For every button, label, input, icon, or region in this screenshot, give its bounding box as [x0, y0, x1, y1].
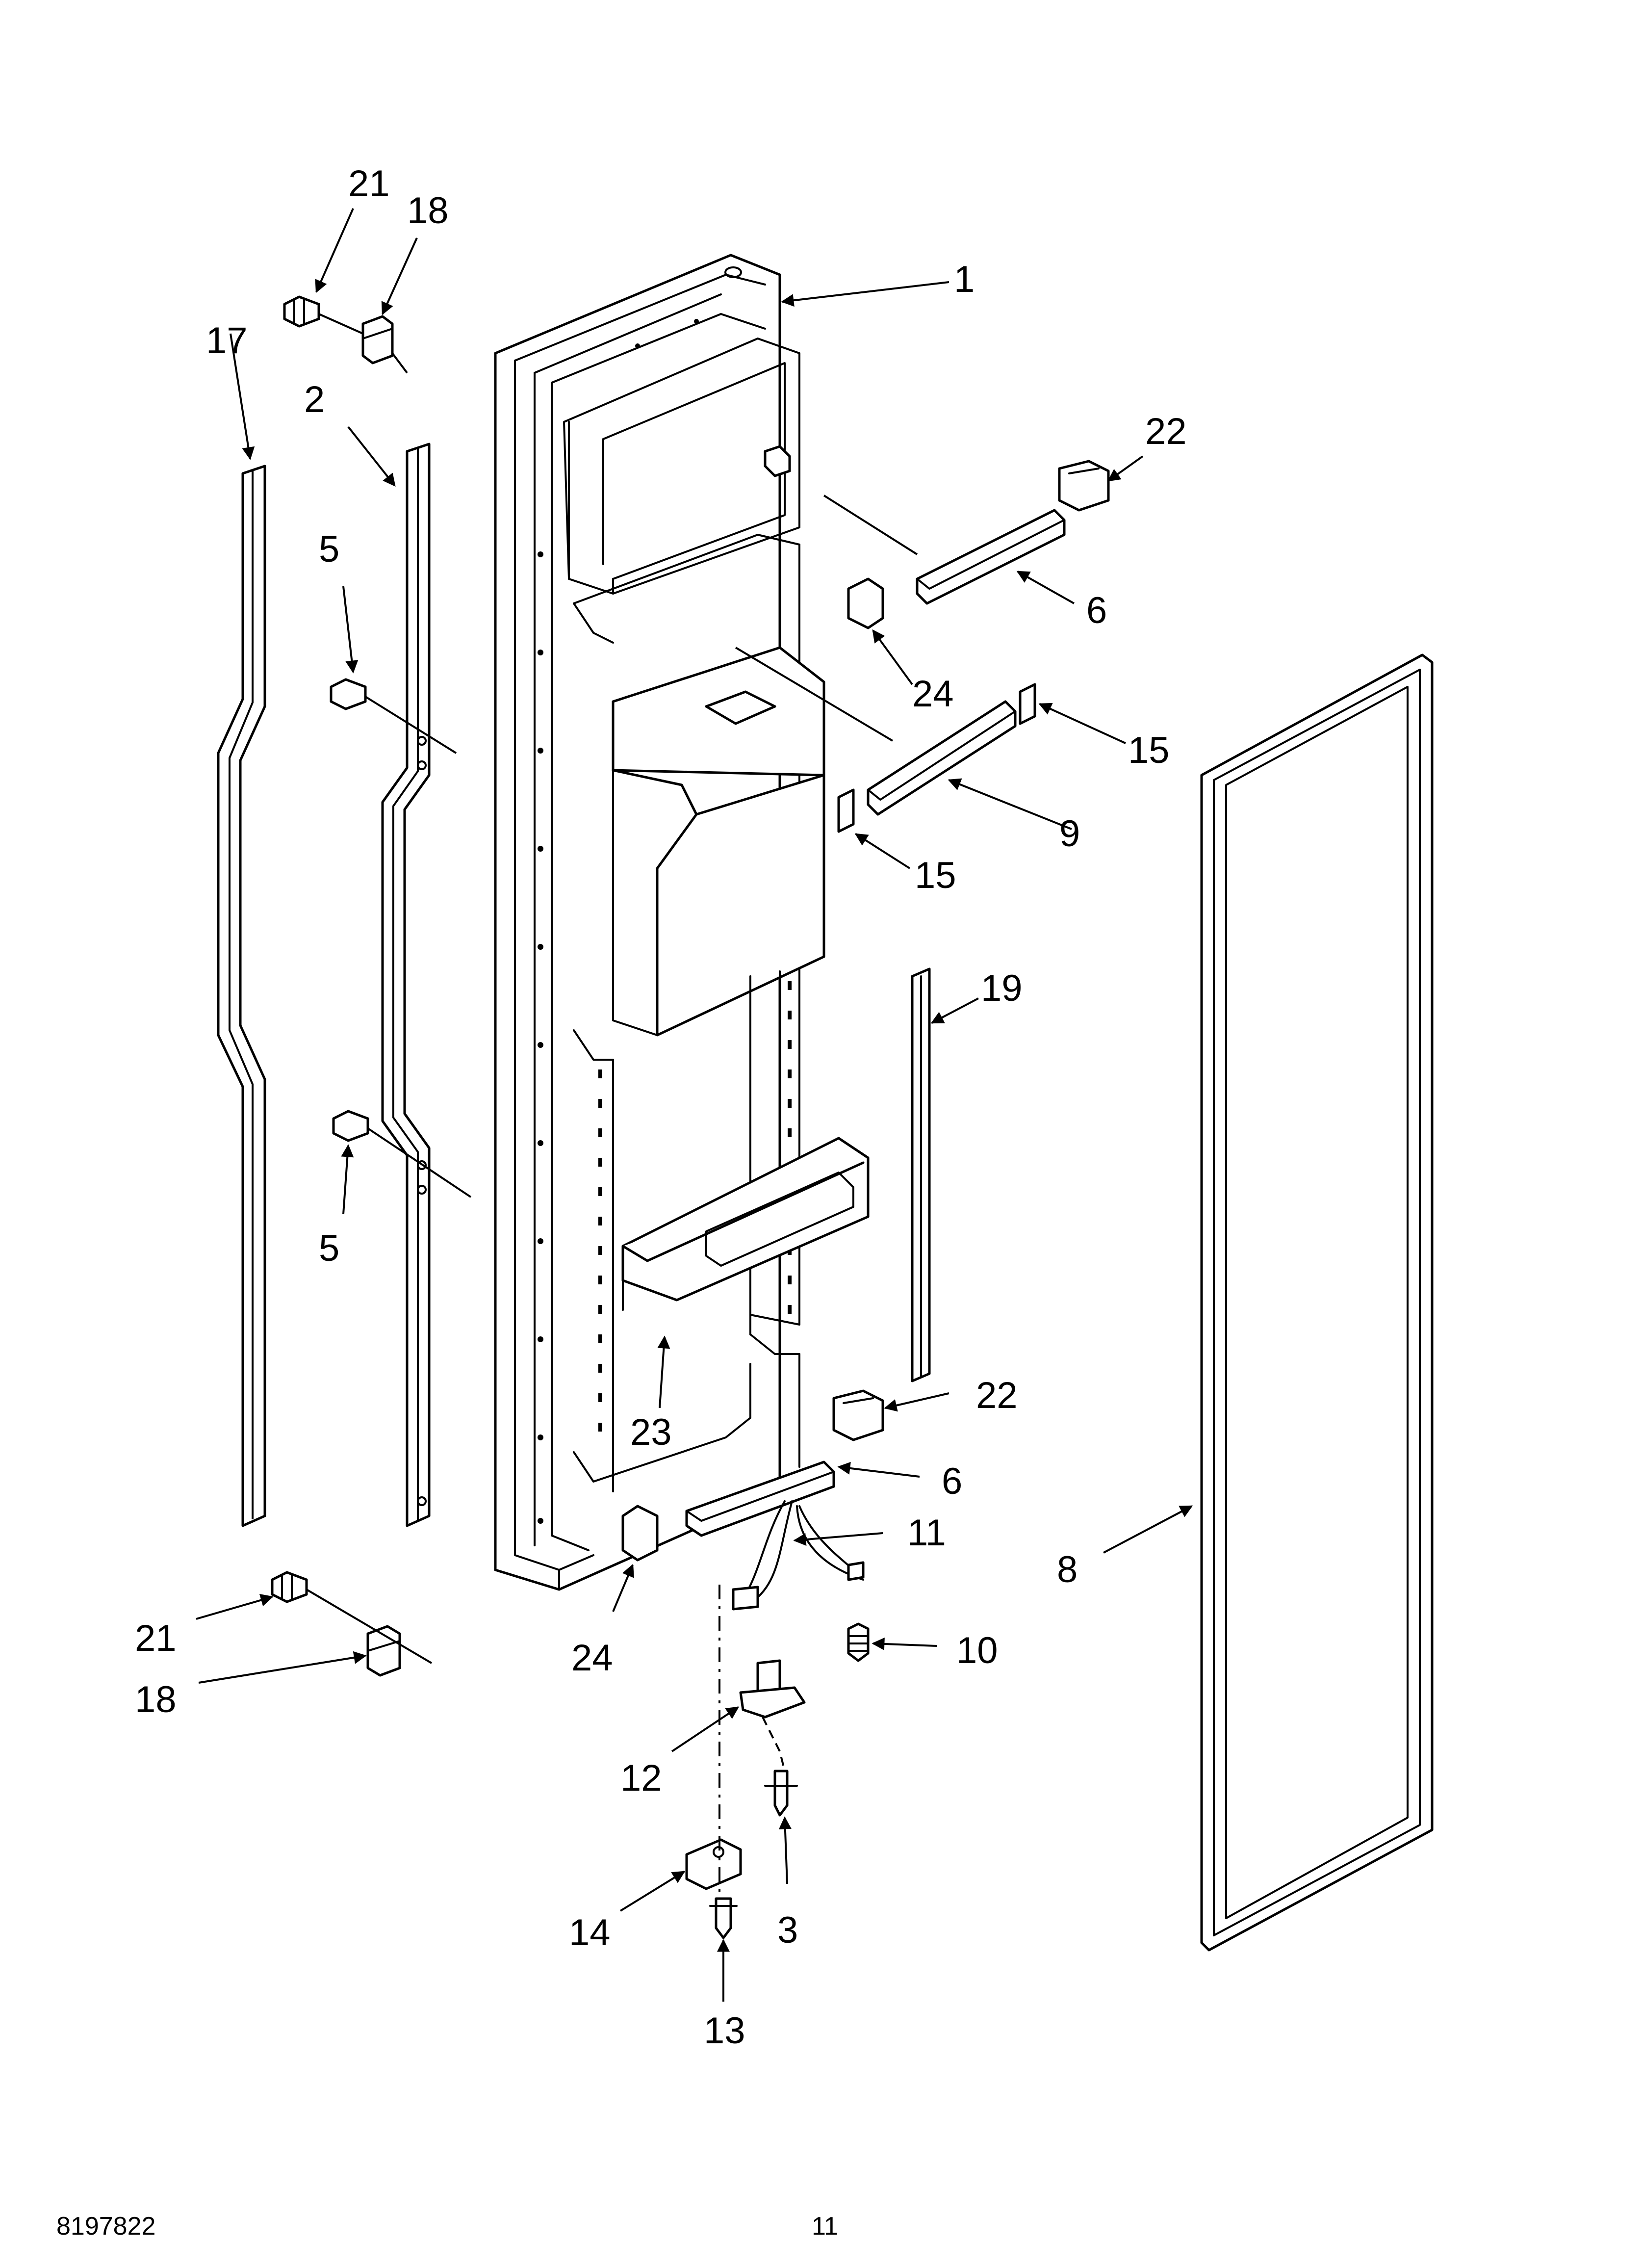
callout-22-bottom: 22	[976, 1375, 1018, 1416]
callout-14: 14	[569, 1912, 611, 1954]
assembly-lines	[306, 313, 918, 1664]
part-19-rail-strip	[911, 967, 931, 1382]
callout-24-bottom: 24	[571, 1637, 613, 1679]
callout-arrows	[196, 208, 1193, 2002]
part-24-lower-clip	[621, 1505, 659, 1562]
part-22-upper-clip	[1058, 460, 1110, 512]
callout-21-bottom: 21	[135, 1617, 177, 1659]
callout-19: 19	[981, 967, 1023, 1009]
part-5-upper-screw	[330, 678, 367, 710]
part-18-lower-hinge-cover	[366, 1625, 401, 1677]
part-17-trim-strip	[217, 465, 266, 1527]
part-5-lower-screw	[332, 1110, 369, 1142]
callout-1: 1	[954, 259, 975, 300]
part-9-rail	[867, 700, 1017, 816]
callout-18-top: 18	[407, 190, 449, 232]
callout-6-bottom: 6	[942, 1460, 962, 1502]
callout-11: 11	[907, 1512, 946, 1554]
callout-18-bottom: 18	[135, 1679, 177, 1721]
part-10-screw	[847, 1622, 870, 1662]
part-6-lower-rail	[685, 1460, 835, 1537]
part-21-lower-screw	[271, 1571, 308, 1603]
part-13-screw	[709, 1897, 738, 1939]
callout-5-top: 5	[319, 528, 339, 570]
part-24-upper-clip	[847, 577, 884, 629]
callout-3: 3	[777, 1909, 798, 1951]
part-2-handle-bar	[381, 443, 431, 1527]
callout-8: 8	[1057, 1549, 1078, 1590]
callout-10: 10	[956, 1630, 998, 1671]
callout-labels: 1 21 18 17 2 5 5 22 6 24 15 9 15 19 23 2…	[135, 163, 1187, 2052]
part-6-upper-rail	[916, 509, 1066, 605]
part-12-hinge-pin	[739, 1659, 806, 1772]
part-3-screw	[764, 1770, 798, 1817]
part-22-lower-clip	[832, 1389, 884, 1441]
callout-6-top: 6	[1086, 590, 1107, 631]
callout-12: 12	[620, 1757, 662, 1799]
part-21-upper-screw	[283, 295, 320, 328]
part-15-upper-cap	[1019, 683, 1036, 725]
callout-24-top: 24	[912, 673, 954, 715]
callout-17: 17	[206, 320, 248, 362]
callout-22-top: 22	[1145, 411, 1187, 452]
part-23-door-bin	[621, 1137, 870, 1311]
part-14-hinge-bracket	[685, 1838, 742, 1890]
page-number: 11	[812, 2212, 838, 2241]
callout-2: 2	[304, 379, 325, 420]
callout-15-top: 15	[1128, 730, 1170, 771]
callout-15-bottom: 15	[915, 855, 956, 896]
callout-23: 23	[630, 1411, 672, 1453]
part-11-wire-harness	[732, 1500, 865, 1611]
part-8-door-gasket	[1200, 653, 1434, 1952]
callout-13: 13	[704, 2010, 745, 2052]
door-flange-holes	[538, 319, 699, 1524]
part-15-lower-cap	[837, 788, 855, 833]
document-number: 8197822	[56, 2212, 155, 2241]
callout-21-top: 21	[348, 163, 390, 205]
callout-9: 9	[1059, 813, 1080, 855]
part-18-upper-hinge-cover	[361, 315, 394, 365]
part-1-door-liner	[494, 254, 825, 1591]
callout-5-bottom: 5	[319, 1227, 339, 1269]
